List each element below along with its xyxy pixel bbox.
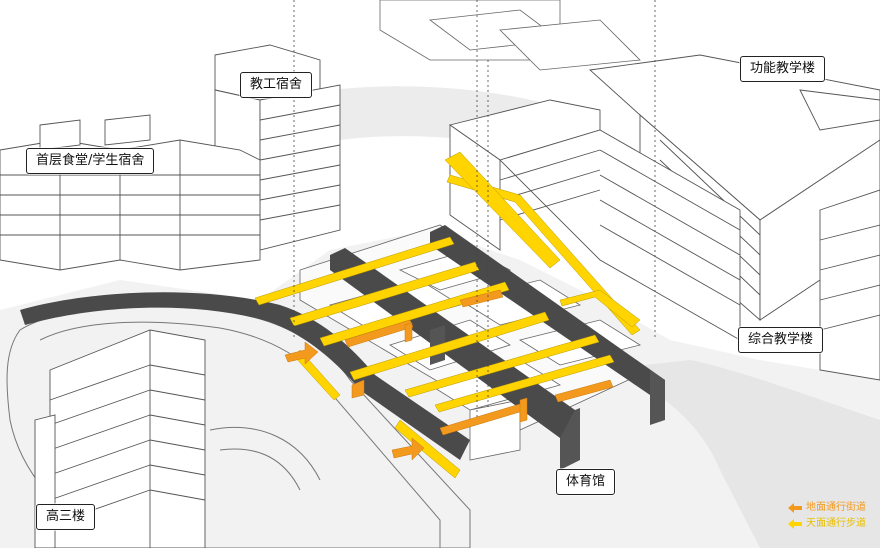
legend: 地面通行街道 天面通行步道 <box>788 500 866 532</box>
sky-walkways <box>254 151 641 479</box>
ground-streets <box>284 289 614 461</box>
label-senior-three: 高三楼 <box>36 504 96 530</box>
legend-label-ground-street: 地面通行街道 <box>806 502 866 513</box>
background-buildings <box>379 0 641 71</box>
orange-arrow-icon <box>788 503 802 513</box>
label-staff-dorm: 教工宿舍 <box>240 72 313 98</box>
label-gymnasium: 体育馆 <box>556 469 616 495</box>
legend-item-ground-street: 地面通行街道 <box>788 500 866 516</box>
label-canteen-dorm: 首层食堂/学生宿舍 <box>26 148 155 174</box>
legend-label-sky-walkway: 天面通行步道 <box>806 518 866 529</box>
leader-lines <box>293 0 656 420</box>
label-comprehensive-building: 综合教学楼 <box>738 327 824 353</box>
yellow-arrow-icon <box>788 519 802 529</box>
label-function-building: 功能教学楼 <box>740 56 826 82</box>
legend-item-sky-walkway: 天面通行步道 <box>788 516 866 532</box>
